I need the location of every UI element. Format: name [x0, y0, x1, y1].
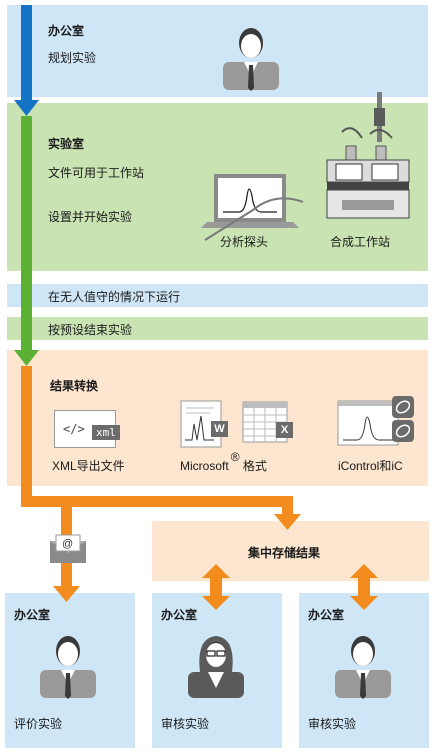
office-bottom-2-title: 办公室 — [161, 608, 198, 622]
preset-finish-text: 按预设结束实验 — [48, 323, 133, 337]
office-top-person-icon — [223, 28, 279, 91]
word-badge: W — [211, 421, 228, 437]
office-top-task: 规划实验 — [48, 51, 97, 65]
lab-step-setup: 设置并开始实验 — [48, 210, 133, 224]
office-top-title: 办公室 — [48, 24, 85, 38]
unattended-run-text: 在无人值守的情况下运行 — [48, 290, 181, 304]
office-bottom-3-title: 办公室 — [308, 608, 345, 622]
office-bottom-1-task: 评价实验 — [14, 717, 63, 731]
lab-title: 实验室 — [48, 137, 85, 151]
office-top-panel — [7, 5, 428, 97]
green-flow-arrowhead — [14, 350, 39, 366]
orange-flow-horizontal — [21, 496, 293, 507]
workstation-label: 合成工作站 — [330, 235, 391, 249]
microsoft-label-prefix: Microsoft — [180, 459, 229, 473]
results-title: 结果转换 — [50, 379, 99, 393]
orange-branch-storage — [282, 496, 293, 516]
blue-flow-bar — [21, 5, 32, 102]
icontrol-window-icon — [337, 396, 414, 446]
analysis-probe-laptop-icon — [201, 174, 304, 241]
office-bottom-1-title: 办公室 — [14, 608, 51, 622]
lab-step-files: 文件可用于工作站 — [48, 166, 145, 180]
probe-label: 分析探头 — [220, 235, 269, 249]
office-bottom-2-task: 审核实验 — [161, 717, 210, 731]
microsoft-format-label: Microsoft® 格式 — [180, 450, 267, 474]
icontrol-label: iControl和iC — [338, 459, 403, 473]
excel-badge: X — [276, 422, 293, 438]
preset-finish-band — [7, 317, 428, 340]
registered-mark: ® — [230, 450, 240, 464]
blue-flow-arrowhead — [14, 100, 39, 116]
orange-arrowhead-storage — [274, 514, 301, 530]
storage-panel — [152, 521, 429, 581]
green-flow-bar — [21, 116, 32, 352]
sync-arrow-1 — [202, 564, 230, 610]
sync-arrow-2 — [350, 564, 378, 610]
synthesis-workstation-icon — [326, 92, 410, 219]
email-envelope-icon — [50, 534, 86, 563]
office-bottom-3-person-icon — [335, 636, 391, 699]
xml-export-label: XML导出文件 — [52, 459, 125, 473]
office-bottom-1-person-icon — [40, 636, 96, 699]
xml-file-icon: </> xml — [54, 410, 120, 448]
xml-code-glyph: </> — [63, 422, 85, 436]
office-bottom-3-task: 审核实验 — [308, 717, 357, 731]
xml-badge: xml — [92, 425, 120, 440]
orange-arrowhead-email — [53, 586, 80, 602]
email-at-symbol: @ — [62, 538, 74, 550]
storage-title: 集中存储结果 — [248, 546, 321, 560]
format-label-suffix: 格式 — [242, 459, 267, 473]
unattended-run-band — [7, 284, 428, 307]
orange-flow-bar — [21, 366, 32, 506]
office-bottom-2-woman-icon — [188, 636, 244, 698]
